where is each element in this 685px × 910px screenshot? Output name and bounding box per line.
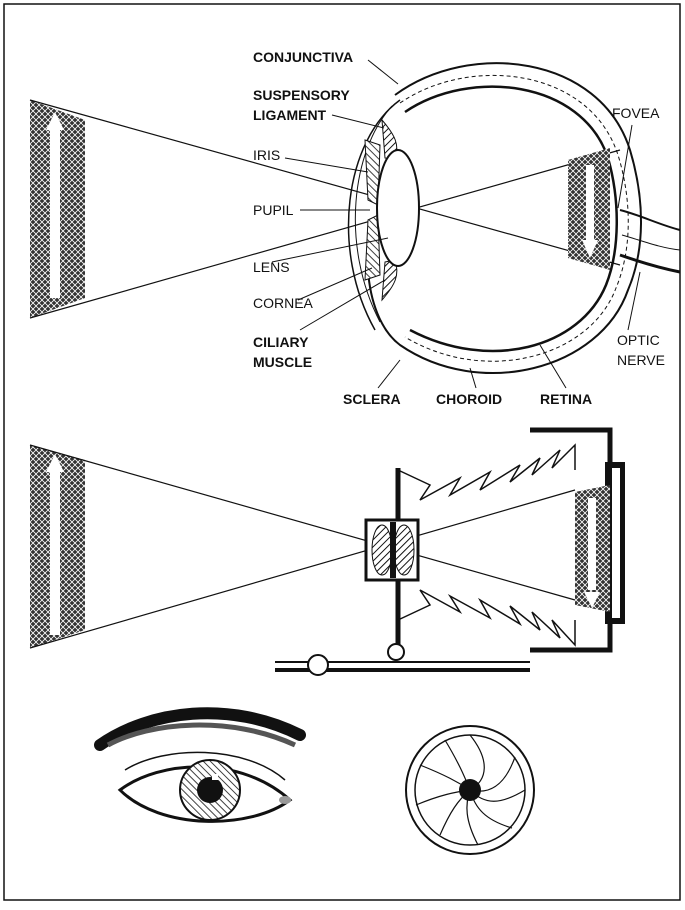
diaphragm-aperture bbox=[459, 779, 481, 801]
label-lens: LENS bbox=[253, 259, 290, 275]
choroid-layer bbox=[399, 74, 629, 362]
eyelid-crease bbox=[124, 751, 286, 781]
label-ciliary: CILIARY bbox=[253, 334, 309, 350]
leader-lines bbox=[271, 59, 641, 389]
label-fovea: FOVEA bbox=[612, 105, 660, 121]
object-arrow-top bbox=[30, 100, 85, 318]
label-ligament: LIGAMENT bbox=[253, 107, 327, 123]
page-frame bbox=[3, 3, 681, 901]
camera-lens-rear bbox=[393, 524, 415, 576]
label-choroid: CHOROID bbox=[436, 391, 502, 407]
label-retina: RETINA bbox=[540, 391, 592, 407]
sclera-outline bbox=[367, 62, 642, 374]
iris-diaphragm bbox=[405, 725, 535, 855]
optic-nerve bbox=[619, 253, 681, 274]
label-nerve: NERVE bbox=[617, 352, 665, 368]
film-image bbox=[575, 485, 610, 612]
label-iris: IRIS bbox=[253, 147, 280, 163]
label-suspensory: SUSPENSORY bbox=[253, 87, 350, 103]
human-eye-illustration bbox=[94, 707, 306, 823]
camera-lens-front bbox=[371, 524, 393, 576]
focus-knob bbox=[307, 654, 329, 676]
retina-layer bbox=[404, 85, 618, 353]
label-cornea: CORNEA bbox=[253, 295, 314, 311]
label-optic: OPTIC bbox=[617, 332, 660, 348]
eyebrow-lower bbox=[106, 722, 297, 748]
light-ray-upper bbox=[29, 99, 621, 266]
diaphragm-blades bbox=[415, 734, 526, 846]
camera-diagram bbox=[29, 427, 625, 676]
retinal-image bbox=[568, 148, 610, 270]
pupil-drawing bbox=[197, 777, 223, 803]
optic-nerve-fibers bbox=[621, 234, 681, 251]
label-sclera: SCLERA bbox=[343, 391, 401, 407]
label-pupil: PUPIL bbox=[253, 202, 294, 218]
camera-diaphragm bbox=[390, 522, 396, 578]
lens bbox=[376, 149, 420, 267]
eyebrow bbox=[94, 707, 306, 751]
film-slot bbox=[612, 468, 620, 618]
light-ray-lower bbox=[29, 149, 621, 319]
label-conjunctiva: CONJUNCTIVA bbox=[253, 49, 353, 65]
bellows-bottom bbox=[397, 589, 576, 647]
iris-lower bbox=[364, 214, 381, 281]
eye-cross-section: CONJUNCTIVA SUSPENSORY LIGAMENT IRIS PUP… bbox=[29, 49, 681, 407]
camera-ray-lower bbox=[29, 489, 576, 649]
camera-ray-upper bbox=[29, 444, 576, 601]
label-muscle: MUSCLE bbox=[253, 354, 312, 370]
lens-wheel bbox=[387, 643, 405, 661]
object-arrow-camera bbox=[30, 445, 85, 648]
eye-highlight bbox=[212, 774, 218, 780]
optic-nerve-upper bbox=[619, 209, 681, 231]
tear-duct bbox=[279, 796, 291, 804]
cornea bbox=[347, 99, 401, 331]
cornea-inner bbox=[354, 105, 393, 323]
bellows-top bbox=[397, 443, 576, 501]
